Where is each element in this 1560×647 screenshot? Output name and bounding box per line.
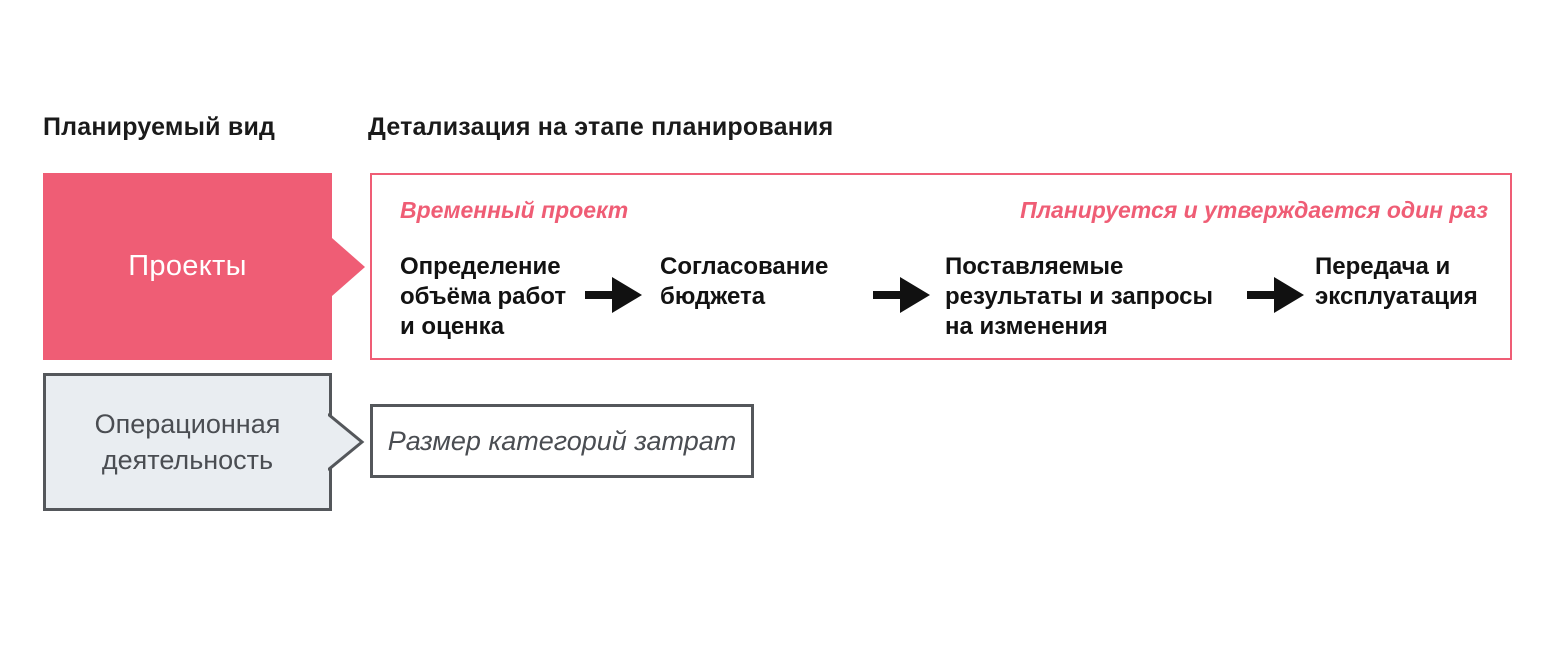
operations-pointer-arrow bbox=[328, 412, 365, 472]
projects-box-label: Проекты bbox=[128, 250, 247, 282]
flow-step-budget-approval: Согласование бюджета bbox=[660, 253, 829, 310]
flow-step-handover-operation: Передача и эксплуатация bbox=[1315, 253, 1478, 310]
note-temporary-project: Временный проект bbox=[400, 197, 629, 223]
flow-step-deliverables-change-requests: Поставляемые результаты и запросы на изм… bbox=[945, 253, 1214, 340]
flow-arrow-icon bbox=[1247, 277, 1304, 313]
column-header-planned-type: Планируемый вид bbox=[43, 113, 276, 141]
cost-categories-box: Размер категорий затрат bbox=[370, 404, 754, 478]
projects-pointer-arrow bbox=[332, 237, 365, 296]
flow-arrow-icon bbox=[585, 277, 642, 313]
projects-box: Проекты bbox=[43, 173, 365, 360]
cost-categories-label: Размер категорий затрат bbox=[387, 425, 737, 456]
flow-arrow-icon bbox=[873, 277, 930, 313]
note-planned-once: Планируется и утверждается один раз bbox=[1020, 197, 1488, 223]
projects-detail-box: Временный проект Планируется и утверждае… bbox=[370, 173, 1512, 360]
column-header-planning-detail: Детализация на этапе планирования bbox=[368, 113, 834, 141]
flow-step-scope-estimation: Определение объёма работ и оценка bbox=[400, 253, 567, 340]
operations-box-label: Операционная деятельность bbox=[94, 409, 281, 475]
operations-box: Операционная деятельность bbox=[43, 373, 332, 511]
